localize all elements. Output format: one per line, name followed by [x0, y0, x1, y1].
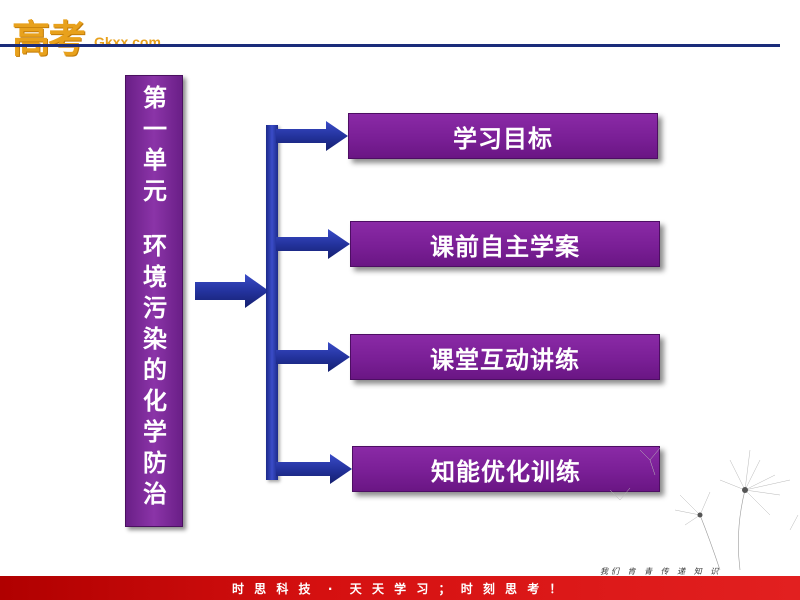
unit-title-char: 防	[143, 448, 167, 477]
unit-title-box: 第一单元 环境污染的化学防治	[125, 75, 183, 527]
unit-title-char	[126, 206, 184, 230]
unit-title-char: 环	[143, 231, 167, 260]
main-arrow	[195, 274, 269, 308]
unit-title: 第一单元 环境污染的化学防治	[126, 82, 184, 522]
unit-title-char: 一	[143, 114, 167, 143]
logo-sub-text: Gkxx.com	[94, 34, 161, 50]
unit-title-char: 化	[143, 386, 167, 415]
unit-title-char: 元	[143, 176, 167, 205]
bracket-bar	[266, 125, 278, 480]
dandelion-decoration	[609, 447, 799, 571]
unit-title-char: 学	[143, 417, 167, 446]
branch-arrow-2	[276, 229, 350, 259]
branch-arrow-1	[276, 121, 348, 151]
class-interaction-button[interactable]: 课堂互动讲练	[350, 334, 660, 380]
pre-class-study-button[interactable]: 课前自主学案	[350, 221, 660, 267]
unit-title-char: 的	[143, 355, 167, 384]
unit-title-char: 第	[143, 83, 167, 112]
unit-title-char: 染	[143, 324, 167, 353]
footer-bar	[0, 576, 800, 600]
header-divider	[0, 44, 780, 47]
unit-title-char: 治	[143, 479, 167, 508]
unit-title-char: 境	[143, 262, 167, 291]
unit-title-char: 污	[143, 293, 167, 322]
unit-title-char: 单	[143, 145, 167, 174]
branch-arrow-3	[276, 342, 350, 372]
learning-objectives-button[interactable]: 学习目标	[348, 113, 658, 159]
footer-slogan: 时 思 科 技 · 天 天 学 习 ； 时 刻 思 考 ！	[232, 582, 565, 596]
knowledge-training-button[interactable]: 知能优化训练	[352, 446, 660, 492]
branch-arrow-4	[276, 454, 352, 484]
motto-text: 我们 肯 青 传 递 知 识	[600, 567, 722, 576]
logo-main-text: 高考	[12, 16, 86, 61]
